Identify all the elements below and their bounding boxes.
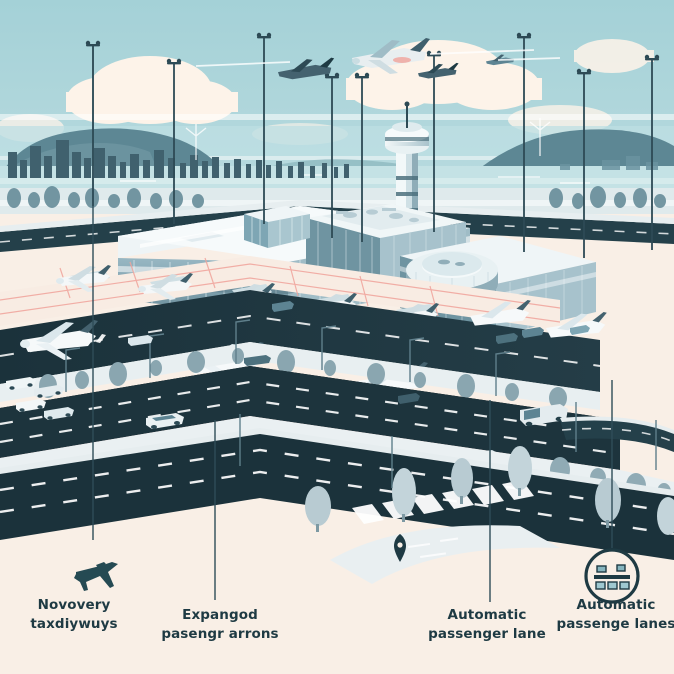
glass-pavilion xyxy=(244,206,310,248)
callout-label-1: Novovery taxdiywuys xyxy=(30,597,118,633)
parking-lot-vehicles xyxy=(6,301,590,420)
airplane-icon xyxy=(74,562,118,591)
ramp-curve xyxy=(560,416,674,452)
perimeter-road-far xyxy=(0,206,674,252)
apron xyxy=(0,256,560,330)
bushes-upper xyxy=(39,348,567,409)
mid-highway xyxy=(0,366,620,470)
light-pole-heads xyxy=(85,32,660,79)
street-lamps xyxy=(65,319,657,488)
callout-label-3: Automatic passenger lane xyxy=(428,607,546,643)
rooftop-equipment xyxy=(322,206,440,230)
rotunda xyxy=(406,251,498,303)
distant-city xyxy=(8,140,349,178)
far-treeline xyxy=(7,186,666,209)
map-pin-icon xyxy=(394,534,406,562)
callout-label-2: Expangod pasengr arrons xyxy=(161,607,279,643)
forecourt-plaza xyxy=(330,525,560,584)
flying-aircraft xyxy=(195,38,561,80)
foreground-trees xyxy=(305,446,674,535)
callout-label-4: Automatic passenge lanes xyxy=(556,597,674,633)
terminal-building-icon xyxy=(584,548,640,604)
taxiway xyxy=(0,290,600,392)
